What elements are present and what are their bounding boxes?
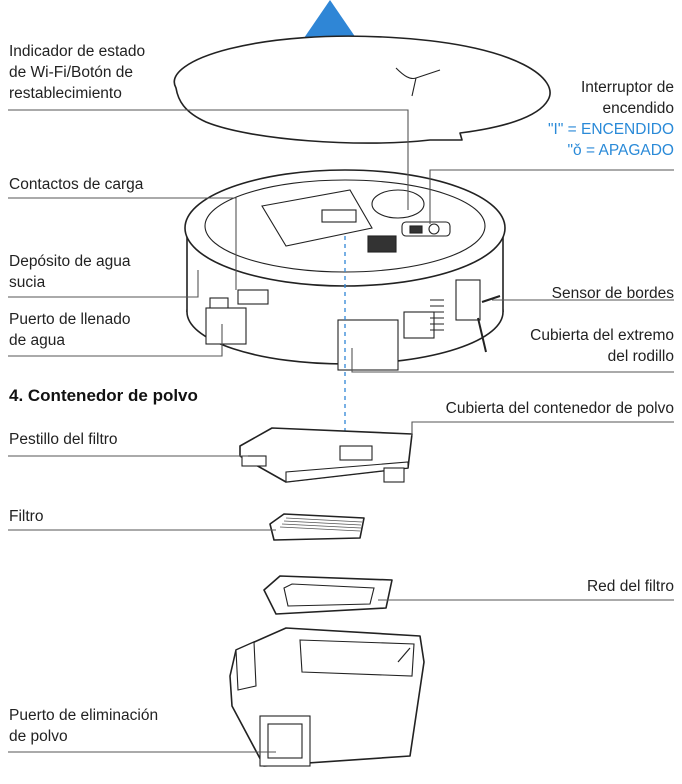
dust-bin-cover-label: Cubierta del contenedor de polvo	[445, 400, 674, 417]
filter-label: Filtro	[9, 508, 44, 525]
roller-end-cover-label: Cubierta del extremo del rodillo	[530, 327, 674, 365]
top-cover	[173, 35, 551, 144]
water-fill-port-label: Puerto de llenado de agua	[9, 311, 131, 349]
dust-bin-cover-part	[239, 427, 413, 483]
power-off-label: "ǒ = APAGADO	[567, 142, 674, 159]
filter-net-part	[263, 575, 393, 615]
leader-lines	[8, 109, 674, 753]
filter-part	[269, 513, 365, 541]
charging-contacts-label: Contactos de carga	[9, 176, 144, 193]
filter-latch-label: Pestillo del filtro	[9, 431, 118, 448]
dust-bin-container	[229, 627, 425, 767]
edge-sensor-label: Sensor de bordes	[551, 285, 674, 302]
power-on-label: "I" = ENCENDIDO	[548, 121, 674, 138]
filter-net-label: Red del filtro	[586, 578, 674, 595]
dirty-water-tank-label: Depósito de agua sucia	[9, 253, 131, 291]
dust-removal-port-label: Puerto de eliminación de polvo	[9, 707, 159, 745]
section-heading: 4. Contenedor de polvo	[9, 386, 198, 405]
wifi-indicator-label: Indicador de estado de Wi-Fi/Botón de re…	[9, 43, 146, 102]
power-switch-label: Interruptor de encendido	[580, 79, 674, 117]
